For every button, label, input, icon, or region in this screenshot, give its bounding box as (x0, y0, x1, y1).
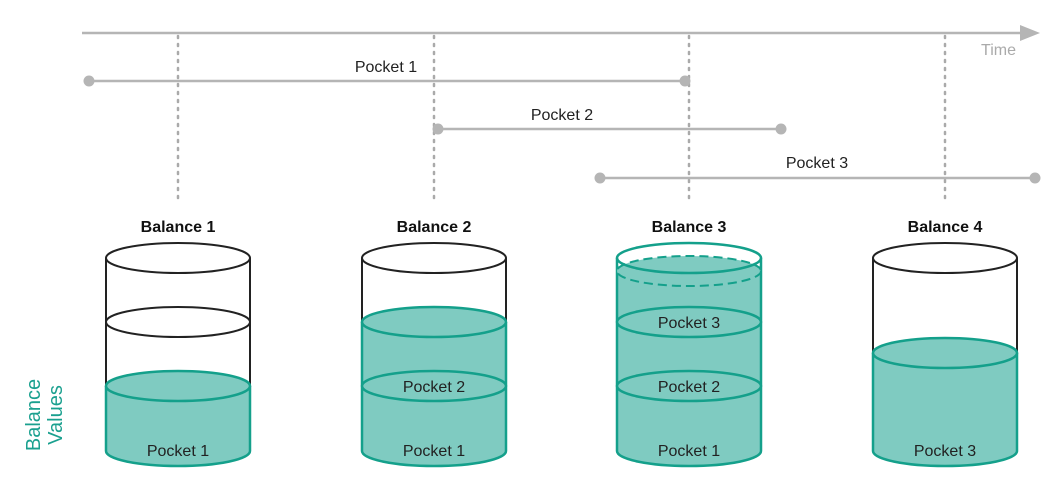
balance-1-pocket-1-label: Pocket 1 (147, 443, 209, 460)
balance-2-cylinder: Pocket 1 Pocket 2 (360, 242, 508, 468)
balance-1-title: Balance 1 (141, 219, 216, 236)
balance-1-cylinder: Pocket 1 (104, 242, 252, 468)
balance-3-title: Balance 3 (652, 219, 727, 236)
pocket-2-lifespan-label: Pocket 2 (531, 107, 593, 124)
balance-4-pocket-3-label: Pocket 3 (914, 443, 976, 460)
balance-3-pocket-2-label: Pocket 2 (658, 379, 720, 396)
balance-3-pocket-3-label: Pocket 3 (658, 315, 720, 332)
balance-3-cylinder: Pocket 1 Pocket 2 Pocket 3 (615, 241, 763, 468)
pocket-2-lifespan (432, 123, 787, 135)
balance-2-pocket-1-label: Pocket 1 (403, 443, 465, 460)
pocket-1-lifespan-label: Pocket 1 (355, 59, 417, 76)
balance-4-title: Balance 4 (908, 219, 983, 236)
pocket-lifespans (83, 75, 1041, 184)
time-axis-label: Time (981, 42, 1016, 59)
arrow-head-icon (1020, 25, 1040, 41)
side-label-line-1: Balance (23, 379, 45, 451)
balance-4-cylinder: Pocket 3 (871, 242, 1019, 468)
pocket-3-lifespan-label: Pocket 3 (786, 155, 848, 172)
time-axis: Time (82, 25, 1040, 59)
balance-2-pocket-2-label: Pocket 2 (403, 379, 465, 396)
balance-2-title: Balance 2 (397, 219, 472, 236)
pocket-3-lifespan (594, 172, 1041, 184)
balance-3-pocket-1-label: Pocket 1 (658, 443, 720, 460)
snapshot-guides (176, 34, 947, 202)
pocket-1-lifespan (83, 75, 691, 87)
balance-values-side-label: Balance Values (23, 379, 67, 451)
side-label-line-2: Values (45, 385, 67, 445)
